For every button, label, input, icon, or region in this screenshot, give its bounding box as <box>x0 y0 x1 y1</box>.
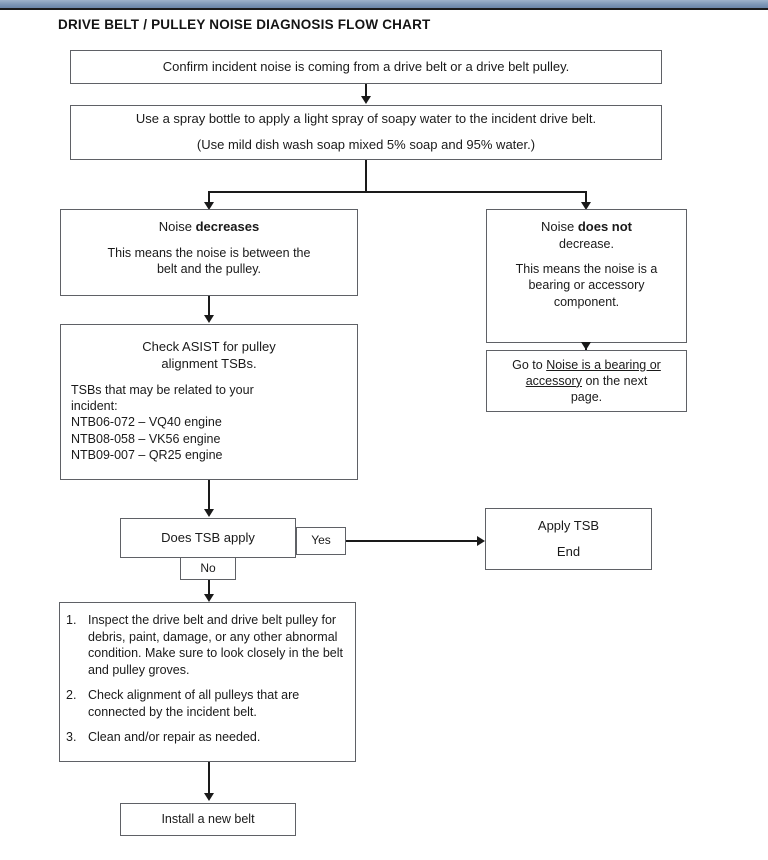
label-no-text: No <box>200 560 216 575</box>
node-inspection-steps: 1. Inspect the drive belt and drive belt… <box>59 602 356 762</box>
node-noise-decreases: Noise decreases This means the noise is … <box>60 209 358 296</box>
spacer <box>79 128 653 137</box>
tsb-reference-0: NTB06-072 – VQ40 engine <box>71 415 222 430</box>
label-yes: Yes <box>296 527 346 555</box>
header-accent-bar <box>0 0 768 8</box>
arrow-to-noise-decreases <box>204 202 214 210</box>
node-noise-not-body1: This means the noise is a <box>515 262 658 277</box>
arrow-confirm-to-spray <box>361 96 371 104</box>
node-noise-not-heading: Noise does not <box>495 219 678 236</box>
arrow-no-to-inspect-steps <box>204 594 214 602</box>
connector-decreases-to-asist <box>208 296 210 316</box>
node-apply-soapy-water-line1: Use a spray bottle to apply a light spra… <box>135 111 597 127</box>
goto-prefix-text: Go to <box>512 357 547 372</box>
node-noise-decreases-heading: Noise decreases <box>69 219 349 236</box>
heading-prefix-text: Noise <box>158 219 196 234</box>
node-confirm-noise: Confirm incident noise is coming from a … <box>70 50 662 84</box>
list-item-text: Inspect the drive belt and drive belt pu… <box>88 613 343 677</box>
node-apply-soapy-water-line2: (Use mild dish wash soap mixed 5% soap a… <box>196 137 536 152</box>
connector-confirm-to-spray <box>365 84 367 97</box>
node-check-asist-intro1: TSBs that may be related to your <box>71 382 254 397</box>
arrow-decreases-to-asist <box>204 315 214 323</box>
node-apply-soapy-water: Use a spray bottle to apply a light spra… <box>70 105 662 160</box>
goto-reference-link-part2[interactable]: accessory <box>525 373 582 388</box>
label-no: No <box>180 557 236 580</box>
node-noise-not-body3: component. <box>553 294 620 309</box>
list-item: 2. Check alignment of all pulleys that a… <box>66 687 349 720</box>
goto-reference-link-part1[interactable]: Noise is a bearing or <box>546 357 661 372</box>
node-apply-tsb-line1: Apply TSB <box>537 517 600 533</box>
node-go-to-next-page: Go to Noise is a bearing or accessory on… <box>486 350 687 412</box>
connector-spray-down <box>365 160 367 192</box>
list-item: 3. Clean and/or repair as needed. <box>66 729 349 746</box>
node-noise-not-heading-suffix: decrease. <box>559 236 614 251</box>
connector-split-left-drop <box>208 191 210 203</box>
node-check-asist-intro2: incident: <box>71 399 118 414</box>
node-go-to-next-page-line2: accessory on the next <box>495 373 678 389</box>
list-item-number: 3. <box>66 730 77 744</box>
arrow-steps-to-install <box>204 793 214 801</box>
heading-prefix-text: Noise <box>540 219 578 234</box>
node-install-new-belt: Install a new belt <box>120 803 296 836</box>
connector-steps-to-install <box>208 762 210 794</box>
spacer <box>495 252 678 261</box>
node-noise-decreases-body1: This means the noise is between the <box>107 245 311 260</box>
spacer <box>494 535 643 544</box>
tsb-reference-2: NTB09-007 – QR25 engine <box>71 447 223 462</box>
list-item-text: Clean and/or repair as needed. <box>88 730 261 744</box>
spacer <box>69 236 349 245</box>
node-apply-tsb-line2: End <box>556 543 581 559</box>
list-item-text: Check alignment of all pulleys that are … <box>88 688 300 719</box>
node-check-asist-heading1: Check ASIST for pulley <box>142 339 276 354</box>
spacer <box>71 373 347 382</box>
arrow-yes-to-apply-tsb <box>477 536 485 546</box>
connector-split-right-drop <box>585 191 587 203</box>
arrow-asist-to-decision <box>204 509 214 517</box>
arrow-to-noise-not-decrease <box>581 202 591 210</box>
label-yes-text: Yes <box>311 533 331 548</box>
list-item-number: 2. <box>66 688 77 702</box>
heading-bold-text: does not <box>577 219 633 234</box>
node-apply-tsb-end: Apply TSB End <box>485 508 652 570</box>
arrow-not-decrease-to-goto <box>581 342 591 350</box>
connector-split-bus <box>208 191 587 193</box>
list-item: 1. Inspect the drive belt and drive belt… <box>66 612 349 678</box>
node-noise-decreases-body2: belt and the pulley. <box>156 262 261 277</box>
tsb-reference-1: NTB08-058 – VK56 engine <box>71 431 221 446</box>
page-title: DRIVE BELT / PULLEY NOISE DIAGNOSIS FLOW… <box>58 17 431 32</box>
list-item-number: 1. <box>66 613 77 627</box>
header-divider-rule <box>0 8 768 10</box>
node-check-asist-heading2: alignment TSBs. <box>161 355 257 371</box>
node-noise-does-not-decrease: Noise does not decrease. This means the … <box>486 209 687 343</box>
connector-asist-to-decision <box>208 480 210 510</box>
node-go-to-next-page-line1: Go to Noise is a bearing or <box>495 357 678 373</box>
node-confirm-noise-text: Confirm incident noise is coming from a … <box>162 58 570 74</box>
goto-suffix-text: on the next <box>581 373 648 388</box>
node-does-tsb-apply-text: Does TSB apply <box>161 529 255 545</box>
connector-yes-to-apply-tsb <box>346 540 478 542</box>
inspection-steps-list: 1. Inspect the drive belt and drive belt… <box>66 612 349 746</box>
node-check-asist: Check ASIST for pulley alignment TSBs. T… <box>60 324 358 480</box>
node-go-to-next-page-line3: page. <box>570 390 603 405</box>
node-noise-not-body2: bearing or accessory <box>528 278 645 293</box>
connector-no-down <box>208 580 210 595</box>
node-does-tsb-apply: Does TSB apply <box>120 518 296 558</box>
heading-bold-text: decreases <box>195 219 260 234</box>
node-install-new-belt-text: Install a new belt <box>161 812 255 827</box>
